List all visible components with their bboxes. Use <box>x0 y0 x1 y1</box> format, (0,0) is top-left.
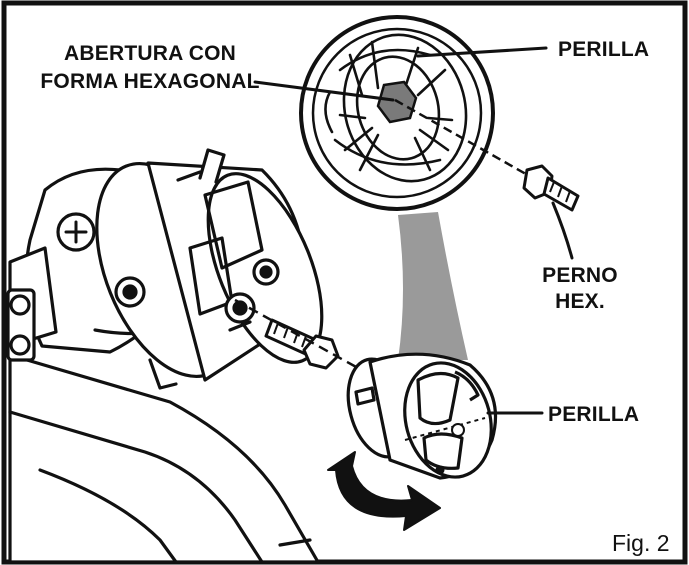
label-bolt-line2: HEX. <box>555 290 605 313</box>
curved-rotation-arrow-icon <box>327 451 441 531</box>
label-hex-opening-line2: FORMA HEXAGONAL <box>40 70 259 93</box>
label-bolt-line1: PERNO <box>542 264 618 287</box>
leader-lines <box>253 46 574 415</box>
magnified-detail <box>299 15 541 211</box>
callout-beam <box>398 212 468 360</box>
label-knob-top: PERILLA <box>558 38 649 61</box>
hex-bolt-detail <box>522 164 580 212</box>
knob-bottom <box>346 352 498 480</box>
label-knob-bottom: PERILLA <box>548 403 639 426</box>
figure-caption: Fig. 2 <box>612 530 670 556</box>
label-hex-opening-line1: ABERTURA CON <box>64 42 236 65</box>
trimmer-head-housing <box>95 148 324 390</box>
